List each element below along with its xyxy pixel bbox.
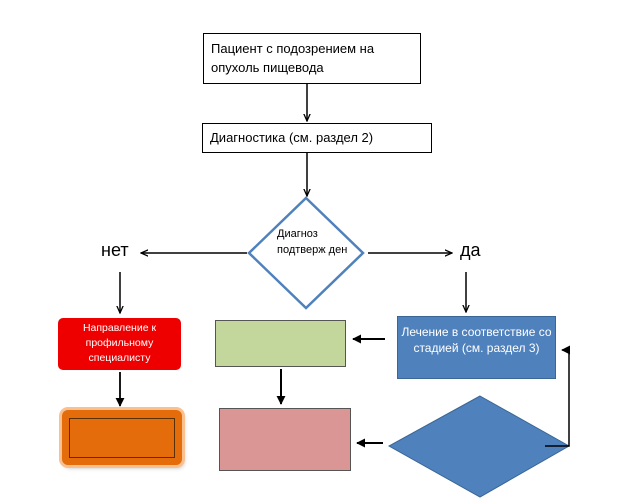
diagnostics-node: Диагностика (см. раздел 2) [202, 123, 432, 153]
decision-label: Диагноз подтверж ден [277, 228, 348, 256]
green-empty-node [215, 320, 346, 367]
yes-label: да [460, 240, 481, 260]
start-node: Пациент с подозрением на опухоль пищевод… [203, 33, 421, 84]
orange-empty-node [62, 410, 182, 465]
pink-empty-node [219, 408, 351, 471]
no-label: нет [101, 240, 129, 260]
loop-diamond-to-treatment [545, 345, 571, 447]
blue-decision-diamond [387, 395, 571, 498]
referral-node: Направление к профильному специалисту [58, 318, 181, 370]
decision-diamond [247, 196, 365, 310]
treatment-node: Лечение в соответствие со стадией (см. р… [397, 316, 556, 379]
orange-inner-frame [69, 418, 175, 458]
